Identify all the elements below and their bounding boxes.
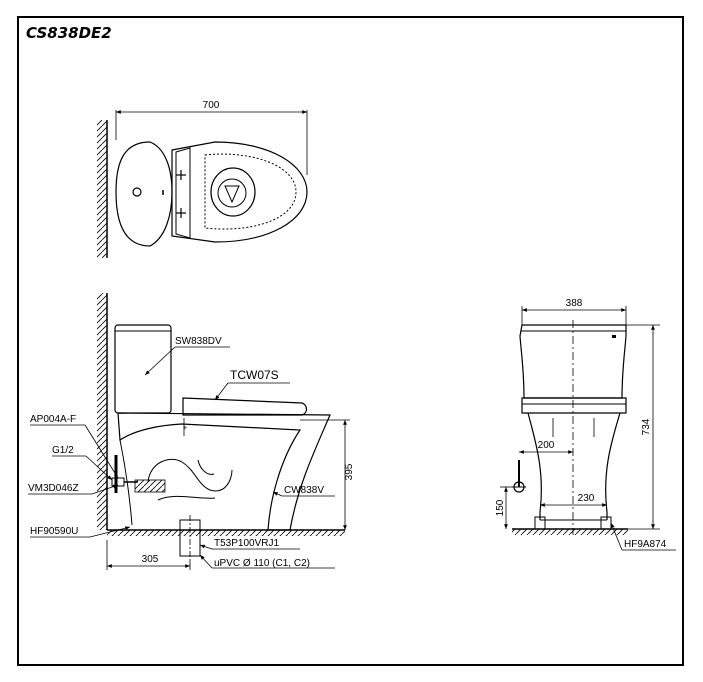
label-ap004a-f: AP004A-F (30, 414, 76, 425)
side-view: + 395 305 SW838DV TCW07S CW838V AP004A-F (28, 293, 355, 570)
label-tcw07s: TCW07S (230, 368, 279, 382)
front-view: 388 734 200 230 150 HF9A874 (495, 298, 676, 551)
label-hf9a874: HF9A874 (624, 539, 667, 550)
svg-text:+: + (183, 425, 187, 432)
flush-button (132, 187, 142, 197)
dim-388: 388 (566, 298, 583, 309)
dim-395: 395 (344, 463, 355, 480)
dim-230: 230 (578, 493, 595, 504)
dim-700: 700 (203, 100, 220, 111)
label-cw838v: CW838V (284, 485, 324, 496)
dim-305: 305 (142, 554, 159, 565)
wall-hatch-top (97, 120, 107, 258)
drawing-frame (17, 16, 684, 666)
dim-150: 150 (495, 499, 506, 516)
label-sw838dv: SW838DV (175, 336, 222, 347)
dim-734: 734 (641, 418, 652, 435)
label-g1-2: G1/2 (52, 445, 74, 456)
top-view: 700 (97, 100, 308, 258)
label-upvc-pipe: uPVC Ø 110 (C1, C2) (214, 558, 310, 569)
label-t53p100vrj1: T53P100VRJ1 (214, 538, 279, 549)
dim-200: 200 (538, 440, 555, 451)
label-vm3d046z: VM3D046Z (28, 483, 79, 494)
label-hf90590u: HF90590U (30, 526, 78, 537)
wall-hatch-side (97, 293, 107, 530)
model-title: CS838DE2 (26, 24, 112, 42)
